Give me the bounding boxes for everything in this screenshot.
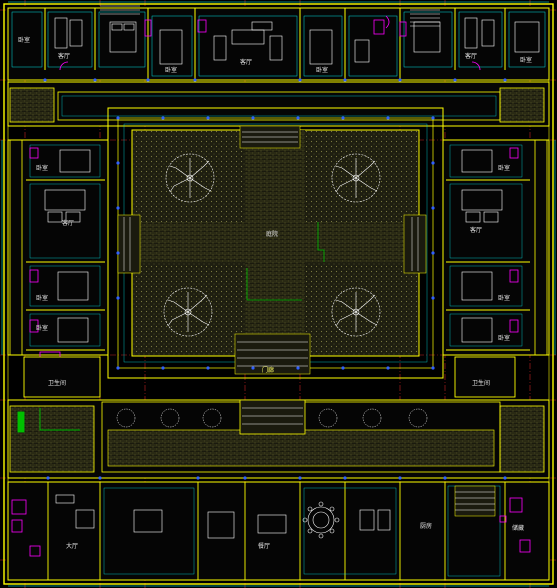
south-wing: 大厅 餐厅 厨房 储藏 <box>7 481 550 581</box>
room-label: 大厅 <box>66 542 78 550</box>
column-marker <box>116 366 120 370</box>
column-marker <box>431 161 435 165</box>
column-marker <box>206 366 210 370</box>
entry-label: 门廊 <box>262 366 274 374</box>
room-label: 储藏 <box>512 524 524 532</box>
courtyard: 庭院 门廊 <box>117 125 427 375</box>
column-marker <box>296 366 300 370</box>
room-label: 卧室 <box>316 66 328 74</box>
column-marker <box>431 296 435 300</box>
column-marker <box>503 476 507 480</box>
room-label: 卧室 <box>36 324 48 332</box>
room-label: 卧室 <box>165 66 177 74</box>
south-forecourt <box>7 399 550 479</box>
column-marker <box>386 116 390 120</box>
bed-icon <box>109 21 540 65</box>
column-marker <box>386 366 390 370</box>
stair-icon <box>454 485 496 517</box>
column-marker <box>43 78 47 82</box>
tree-symbol-icon <box>116 408 428 428</box>
column-marker <box>98 476 102 480</box>
column-marker <box>443 476 447 480</box>
column-marker <box>146 78 150 82</box>
column-marker <box>206 116 210 120</box>
column-marker <box>296 116 300 120</box>
column-marker <box>116 116 120 120</box>
column-marker <box>116 296 120 300</box>
room-label: 客厅 <box>470 226 482 234</box>
column-marker <box>431 116 435 120</box>
column-marker <box>398 78 402 82</box>
column-marker <box>93 78 97 82</box>
column-marker <box>431 366 435 370</box>
column-marker <box>343 476 347 480</box>
tree-symbol-icon <box>163 153 381 337</box>
room-label: 卧室 <box>18 36 30 44</box>
column-marker <box>341 116 345 120</box>
room-label: 卫生间 <box>472 379 490 387</box>
column-marker <box>251 116 255 120</box>
column-marker <box>343 78 347 82</box>
stair-icon <box>100 5 440 27</box>
room-label: 卧室 <box>498 164 510 172</box>
room-label: 厨房 <box>420 522 432 530</box>
round-table-icon <box>302 501 340 539</box>
room-label: 客厅 <box>240 58 252 66</box>
column-marker <box>398 476 402 480</box>
room-label: 卧室 <box>36 294 48 302</box>
sofa-set-icon <box>54 17 495 63</box>
column-marker <box>196 476 200 480</box>
north-wing: 卧室 客厅 卧室 客厅 卧室 客厅 卧室 <box>7 5 550 81</box>
room-label: 餐厅 <box>258 542 270 550</box>
column-marker <box>431 251 435 255</box>
column-marker <box>298 78 302 82</box>
courtyard-label: 庭院 <box>266 230 278 238</box>
column-marker <box>116 206 120 210</box>
room-label: 卧室 <box>520 56 532 64</box>
column-marker <box>298 476 302 480</box>
room-label: 客厅 <box>465 52 477 60</box>
west-wing: 卧室 客厅 卧室 卧室 卫生间 <box>7 139 109 398</box>
column-marker <box>431 206 435 210</box>
east-wing: 卧室 客厅 卧室 卧室 卫生间 <box>442 139 550 398</box>
room-label: 卧室 <box>498 294 510 302</box>
north-corridor <box>7 81 550 127</box>
column-marker <box>193 78 197 82</box>
column-markers <box>43 78 507 480</box>
column-marker <box>161 366 165 370</box>
column-marker <box>453 78 457 82</box>
column-marker <box>161 116 165 120</box>
column-marker <box>46 476 50 480</box>
room-label: 卫生间 <box>48 379 66 387</box>
room-label: 客厅 <box>58 52 70 60</box>
column-marker <box>116 251 120 255</box>
room-label: 卧室 <box>36 164 48 172</box>
column-marker <box>251 366 255 370</box>
column-marker <box>243 476 247 480</box>
column-marker <box>341 366 345 370</box>
room-label: 卧室 <box>498 334 510 342</box>
column-marker <box>503 78 507 82</box>
column-marker <box>116 161 120 165</box>
room-label: 客厅 <box>62 219 74 227</box>
